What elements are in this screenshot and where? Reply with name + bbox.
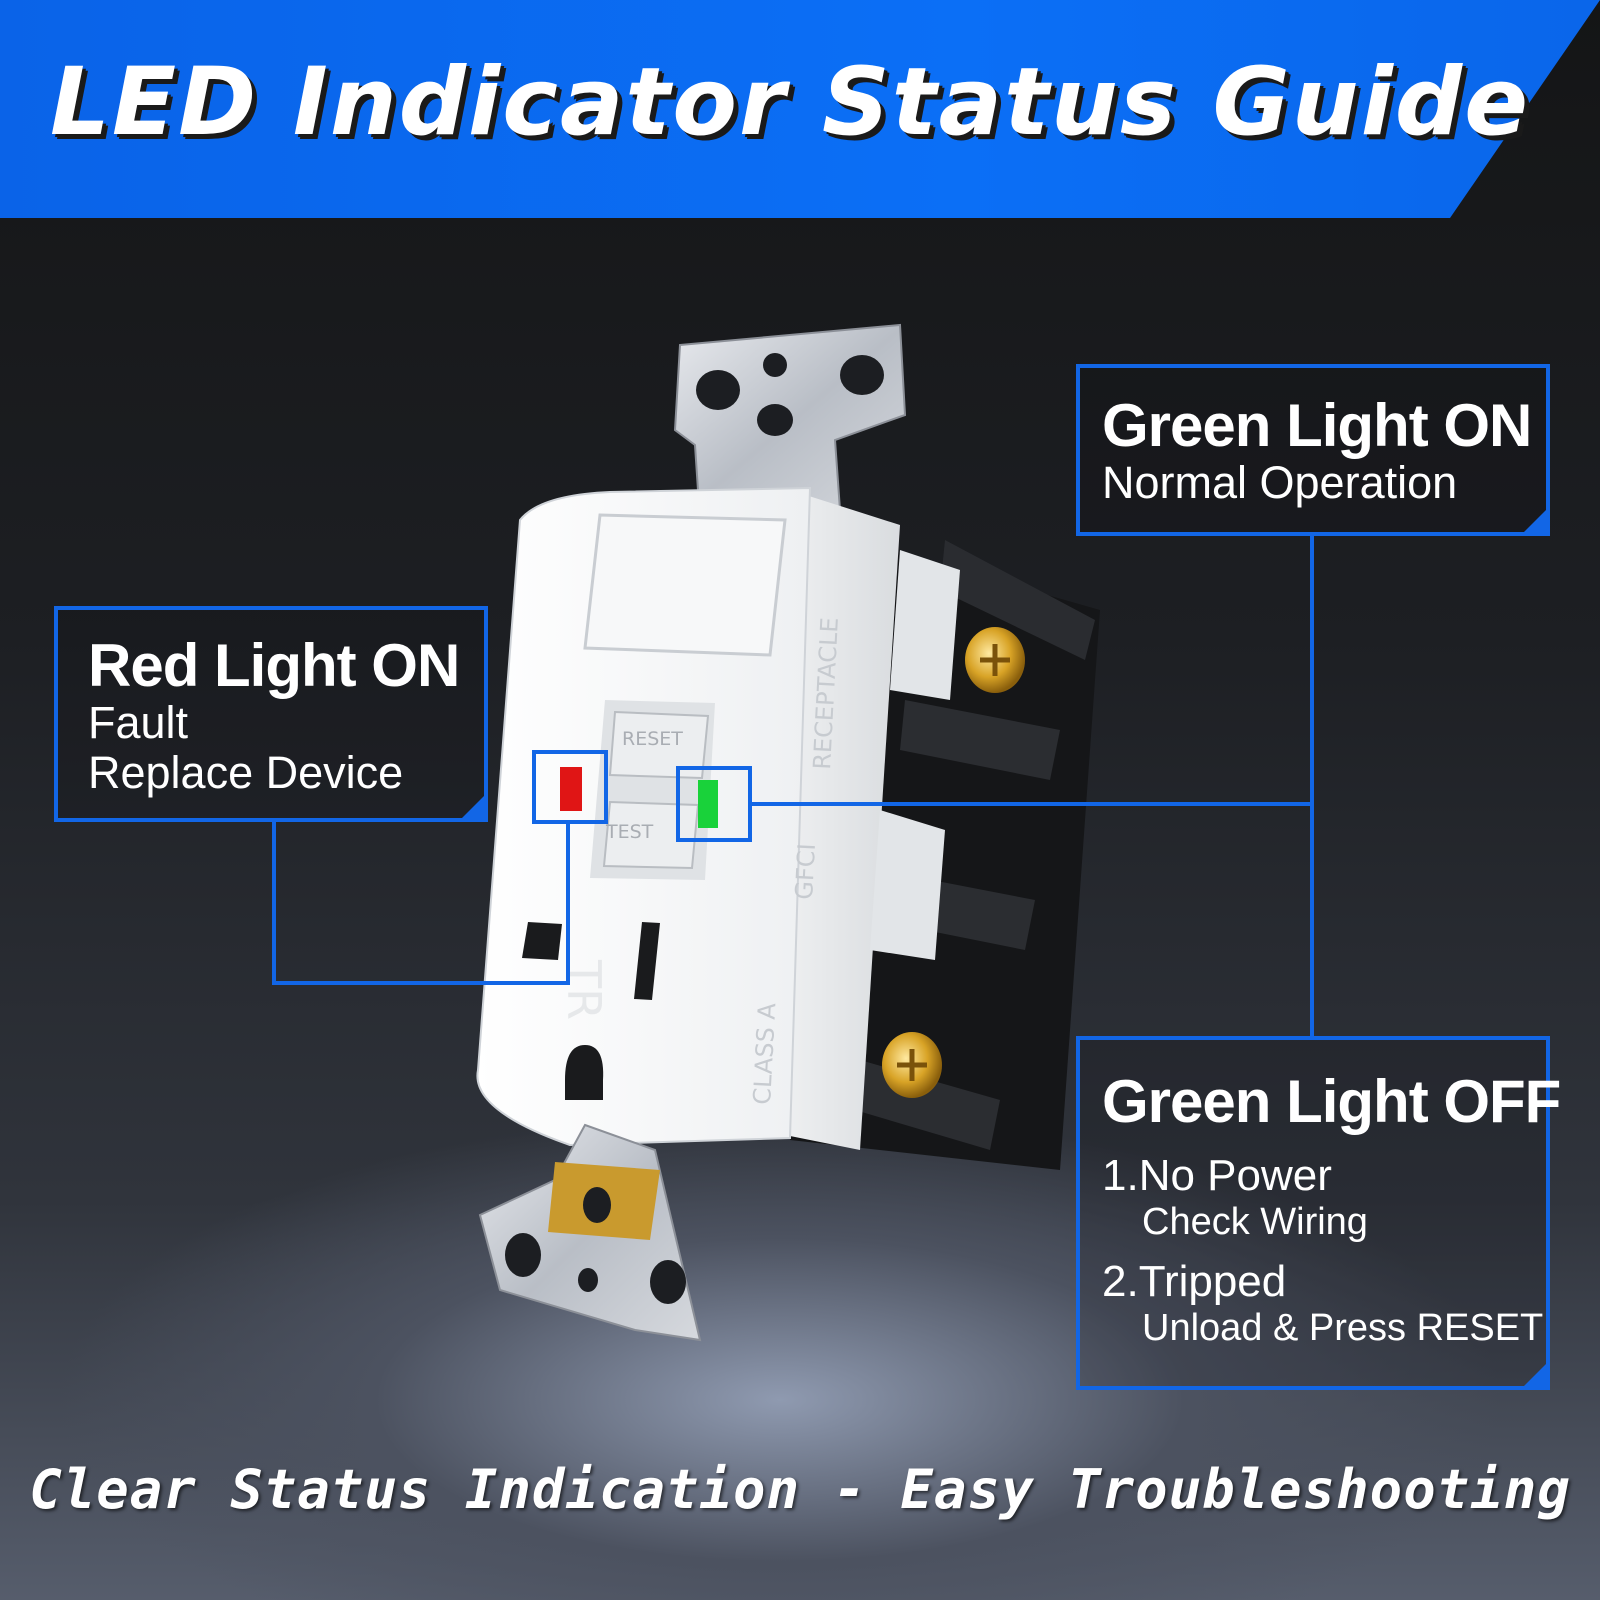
green-off-item-no-power: 1.No Power	[1102, 1151, 1332, 1200]
tr-mark: TR	[557, 959, 611, 1020]
red-led-frame	[532, 750, 608, 824]
test-label-top: TEST	[605, 821, 654, 843]
reset-label-top: RESET	[622, 728, 683, 750]
red-on-line-fault: Fault	[88, 697, 189, 748]
outlet-face	[476, 486, 812, 1147]
callout-green-light-off: Green Light OFF 1.No Power Check Wiring …	[1076, 1036, 1561, 1390]
title-banner	[0, 0, 1600, 218]
callout-connectors	[272, 536, 1314, 1036]
green-led-indicator	[698, 780, 718, 828]
side-label-class-a: CLASS A	[748, 1002, 781, 1106]
terminal-screw-bottom	[882, 1032, 942, 1098]
green-off-detail-check-wiring: Check Wiring	[1142, 1201, 1368, 1243]
top-mounting-strap	[673, 323, 907, 522]
callout-red-light-on: Red Light ON Fault Replace Device	[54, 606, 488, 822]
footer-tagline: Clear Status Indication - Easy Troublesh…	[29, 1458, 1571, 1521]
red-on-heading: Red Light ON	[88, 632, 460, 699]
green-off-heading: Green Light OFF	[1102, 1068, 1561, 1135]
green-off-detail-reset: Unload & Press RESET	[1142, 1307, 1544, 1349]
green-on-heading: Green Light ON	[1102, 392, 1532, 459]
side-label-gfci: GFCI	[790, 843, 821, 901]
terminal-screw-top	[965, 627, 1025, 693]
red-on-line-replace: Replace Device	[88, 747, 404, 798]
green-off-item-tripped: 2.Tripped	[1102, 1257, 1287, 1306]
green-on-line-normal: Normal Operation	[1102, 457, 1458, 508]
callout-green-light-on: Green Light ON Normal Operation	[1076, 364, 1550, 536]
green-led-frame	[676, 766, 752, 842]
page-title: LED Indicator Status Guide	[50, 48, 1530, 157]
red-led-indicator	[560, 767, 582, 811]
bottom-mounting-strap	[478, 1123, 702, 1342]
